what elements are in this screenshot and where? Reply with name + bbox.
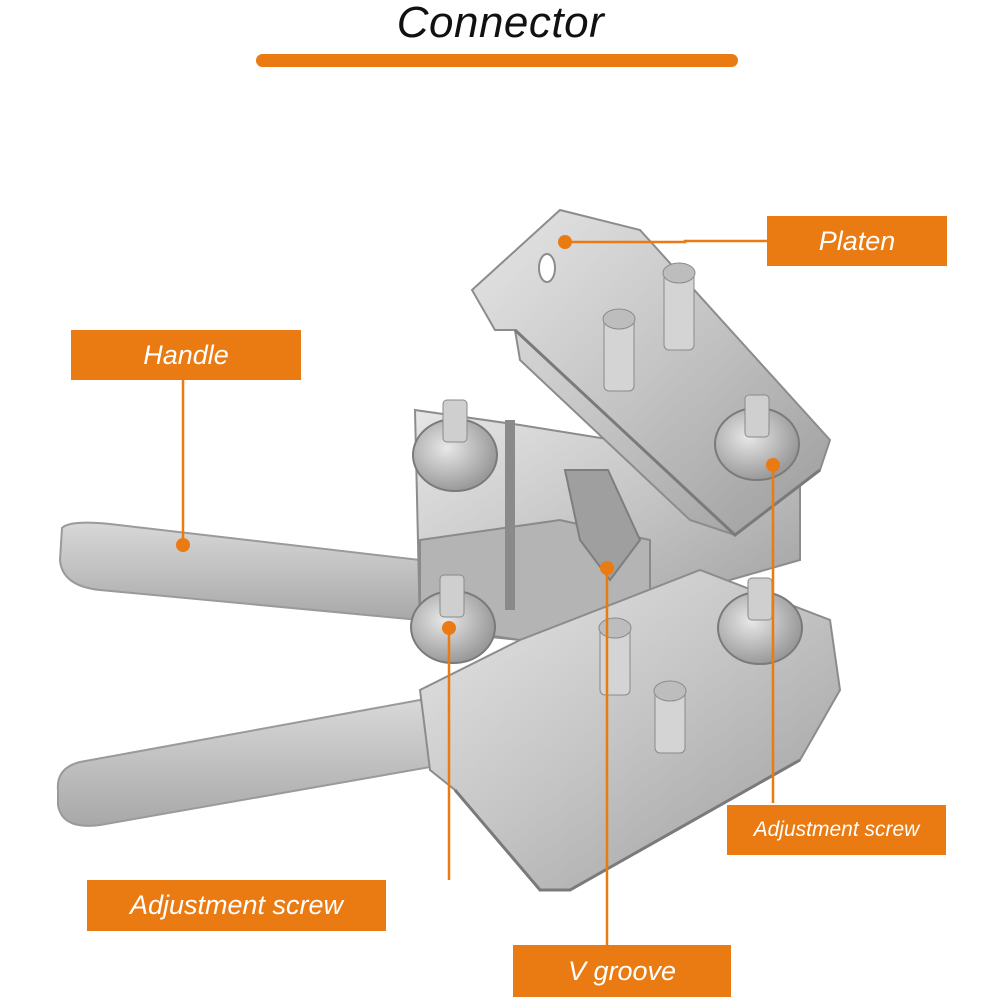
page-title: Connector [396, 0, 605, 47]
title-underline [256, 54, 738, 67]
v-groove [563, 469, 642, 582]
upper-handle [58, 521, 421, 622]
callout-v-groove: V groove [513, 945, 731, 997]
knob-lower-right [717, 577, 803, 665]
callout-handle: Handle [71, 330, 301, 380]
socket-screw-2 [602, 308, 636, 392]
socket-screw-3 [598, 617, 632, 696]
callout-platen: Platen [767, 216, 947, 266]
socket-screw-1 [662, 262, 696, 351]
leader-platen [565, 239, 770, 244]
lower-handle [56, 698, 472, 827]
callout-adjustment-screw-right: Adjustment screw [727, 805, 946, 855]
knob-upper-left [412, 399, 498, 492]
callout-adjustment-screw-left: Adjustment screw [87, 880, 386, 931]
socket-screw-4 [653, 680, 687, 754]
